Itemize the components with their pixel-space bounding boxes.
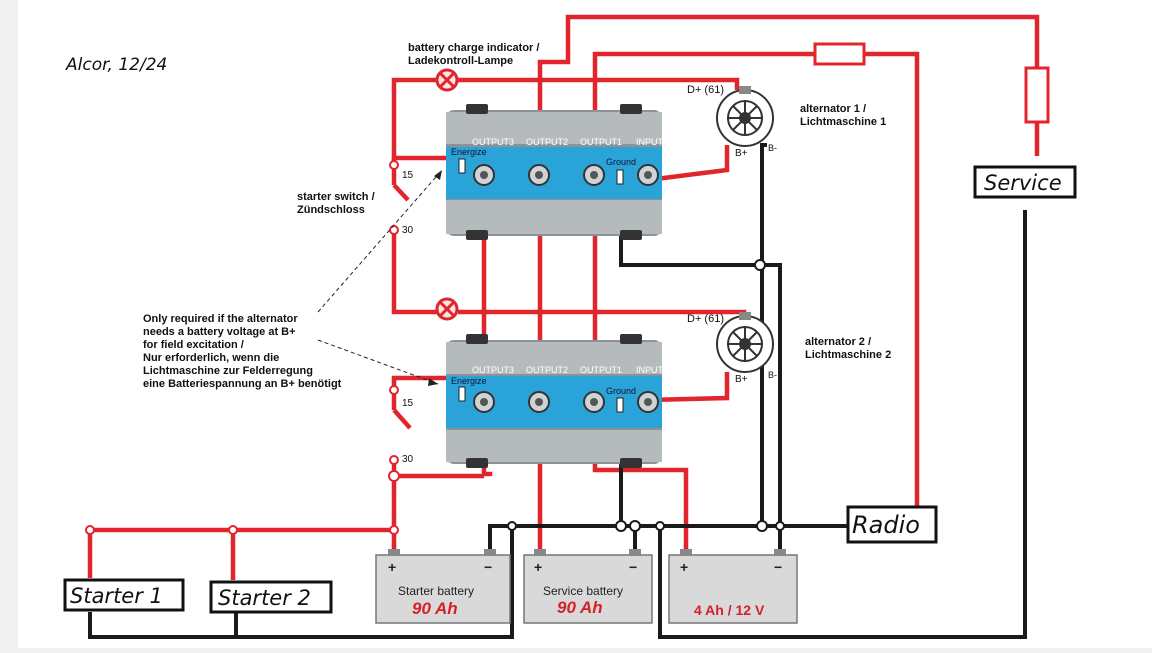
isolator2-output3-label: OUTPUT3 (472, 365, 514, 375)
starter-battery: + − Starter battery 90 Ah (375, 549, 511, 624)
alt2-dplus-label: D+ (61) (687, 313, 724, 325)
starter-switch-label-line1: starter switch / (297, 191, 375, 203)
isolator1-output2-label: OUTPUT2 (526, 137, 568, 147)
note-line: Lichtmaschine zur Felderregung (143, 365, 313, 377)
note-arrows (317, 169, 443, 385)
note-line: Only required if the alternator (143, 313, 298, 325)
service-box: Service (973, 165, 1077, 199)
starter1-box: Starter 1 (63, 578, 185, 612)
alt2-bminus-label: B- (768, 370, 777, 380)
junctions (507, 259, 785, 532)
svg-text:−: − (484, 559, 492, 575)
starter-switch-label-line2: Zündschloss (297, 204, 365, 216)
switch2-30-label: 30 (402, 454, 414, 465)
alternator-1-icon (716, 86, 774, 147)
note-line: Nur erforderlich, wenn die (143, 352, 279, 364)
alt2-label-line2: Lichtmaschine 2 (805, 349, 891, 361)
switch1-30-label: 30 (402, 225, 414, 236)
svg-text:+: + (388, 559, 396, 575)
isolator2-ground-label: Ground (606, 386, 636, 396)
service-label: Service (984, 171, 1062, 195)
starter2-box: Starter 2 (209, 580, 333, 614)
service-battery: + − Service battery 90 Ah (523, 549, 653, 624)
switch1-15-label: 15 (402, 170, 414, 181)
isolator2-output1-label: OUTPUT1 (580, 365, 622, 375)
small-battery: + − 4 Ah / 12 V (668, 549, 798, 624)
alt1-dplus-label: D+ (61) (687, 84, 724, 96)
isolator1-energize-label: Energize (451, 147, 487, 157)
isolator-1: OUTPUT3 OUTPUT2 OUTPUT1 INPUT Energize G… (446, 104, 664, 240)
service-battery-capacity: 90 Ah (557, 598, 603, 617)
service-battery-name: Service battery (543, 584, 623, 598)
isolator1-output3-label: OUTPUT3 (472, 137, 514, 147)
note-line: for field excitation / (143, 339, 244, 351)
red-junctions (85, 160, 400, 535)
switch2-15-label: 15 (402, 398, 414, 409)
starter-battery-capacity: 90 Ah (412, 599, 458, 618)
charge-indicator-label-line1: battery charge indicator / (408, 42, 539, 54)
svg-text:−: − (774, 559, 782, 575)
small-battery-capacity: 4 Ah / 12 V (694, 602, 765, 618)
isolator1-output1-label: OUTPUT1 (580, 137, 622, 147)
alt1-label-line1: alternator 1 / (800, 103, 866, 115)
isolator2-output2-label: OUTPUT2 (526, 365, 568, 375)
starter-battery-name: Starter battery (398, 584, 474, 598)
charge-lamp-1-icon (435, 68, 459, 92)
alt1-label-line2: Lichtmaschine 1 (800, 116, 886, 128)
svg-text:+: + (534, 559, 542, 575)
svg-text:+: + (680, 559, 688, 575)
alt2-bplus-label: B+ (735, 374, 748, 385)
isolator1-ground-label: Ground (606, 157, 636, 167)
alt1-bplus-label: B+ (735, 148, 748, 159)
starter2-label: Starter 2 (218, 586, 311, 610)
isolator1-input-label: INPUT (636, 137, 664, 147)
alt1-bminus-label: B- (768, 143, 777, 153)
starter1-label: Starter 1 (70, 584, 163, 608)
page-title: Alcor, 12/24 (65, 55, 167, 75)
note-line: needs a battery voltage at B+ (143, 326, 296, 338)
isolator2-input-label: INPUT (636, 365, 664, 375)
svg-text:−: − (629, 559, 637, 575)
isolator-2: OUTPUT3 OUTPUT2 OUTPUT1 INPUT Energize G… (446, 334, 664, 468)
isolator2-energize-label: Energize (451, 376, 487, 386)
alt2-label-line1: alternator 2 / (805, 336, 871, 348)
radio-box: Radio (846, 505, 938, 544)
field-excitation-note: Only required if the alternator needs a … (143, 313, 342, 390)
radio-fuse-icon (813, 42, 866, 66)
charge-lamp-2-icon (435, 297, 459, 321)
alternator-2-icon (716, 312, 774, 373)
charge-indicator-label-line2: Ladekontroll-Lampe (408, 55, 513, 67)
service-fuse-icon (1024, 66, 1050, 124)
radio-label: Radio (852, 511, 920, 539)
note-line: eine Batteriespannung an B+ benötigt (143, 378, 342, 390)
